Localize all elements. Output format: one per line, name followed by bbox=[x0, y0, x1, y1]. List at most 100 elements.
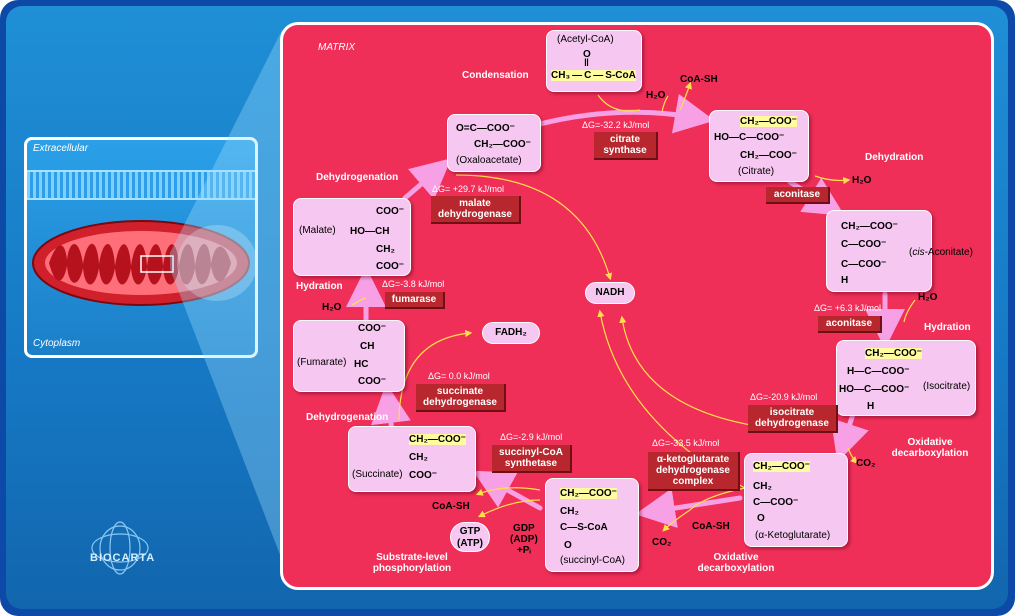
fumarate-line4: COO⁻ bbox=[358, 376, 387, 387]
citrate-line1: CH₂—COO⁻ bbox=[740, 116, 797, 127]
succinyl-coa-line4: O bbox=[564, 540, 572, 551]
isocitrate-name: (Isocitrate) bbox=[923, 381, 971, 392]
side-co2-2: CO₂ bbox=[652, 537, 672, 548]
enzyme-aconitase-2: aconitase bbox=[818, 316, 882, 333]
citrate-line3: CH₂—COO⁻ bbox=[740, 150, 797, 161]
step-hydration-2: Hydration bbox=[296, 281, 343, 292]
step-dehydration: Dehydration bbox=[865, 152, 924, 163]
metabolite-oxaloacetate: O=C—COO⁻ CH₂—COO⁻ (Oxaloacetate) bbox=[447, 114, 541, 172]
step-hydration-1: Hydration bbox=[924, 322, 971, 333]
side-h2o-malate: H₂O bbox=[322, 302, 342, 313]
enzyme-succinate-dehydrogenase: succinate dehydrogenase bbox=[416, 384, 506, 412]
cofactor-nadh: NADH bbox=[585, 282, 635, 304]
fumarate-line3: HC bbox=[354, 359, 369, 370]
succinate-line2: CH₂ bbox=[409, 452, 428, 463]
delta-g-akg-dh: ΔG=-33.5 kJ/mol bbox=[652, 438, 720, 448]
delta-g-isocitrate-dh: ΔG=-20.9 kJ/mol bbox=[750, 392, 818, 402]
delta-g-succinate-dh: ΔG= 0.0 kJ/mol bbox=[428, 371, 490, 381]
isocitrate-line1: CH₂—COO⁻ bbox=[865, 348, 922, 359]
side-gdp-adp-pi: GDP (ADP) +Pᵢ bbox=[510, 523, 538, 556]
biocarta-logo-text: BIOCARTA bbox=[90, 552, 156, 564]
delta-g-fumarase: ΔG=-3.8 kJ/mol bbox=[382, 279, 445, 289]
metabolite-malate: (Malate) COO⁻ HO—CH CH₂ COO⁻ bbox=[293, 198, 411, 276]
acetyl-coa-line2: ‖ bbox=[584, 58, 589, 69]
isocitrate-line2: H—C—COO⁻ bbox=[847, 366, 910, 377]
enzyme-isocitrate-dehydrogenase: isocitrate dehydrogenase bbox=[748, 405, 838, 433]
succinyl-coa-line2: CH₂ bbox=[560, 506, 579, 517]
side-coa-sh-2: CoA-SH bbox=[692, 521, 730, 532]
succinyl-coa-line3: C—S-CoA bbox=[560, 522, 608, 533]
acetyl-coa-line3: CH₃ — C — S-CoA bbox=[551, 70, 636, 81]
delta-g-aconitase: ΔG= +6.3 kJ/mol bbox=[814, 303, 882, 313]
metabolite-succinyl-coa: CH₂—COO⁻ CH₂ C—S-CoA O (succinyl-CoA) bbox=[545, 478, 639, 572]
isocitrate-line4: H bbox=[867, 401, 875, 412]
enzyme-aconitase-1: aconitase bbox=[766, 187, 830, 204]
akg-line2: CH₂ bbox=[753, 481, 772, 492]
enzyme-succinyl-coa-synthetase: succinyl-CoA synthetase bbox=[492, 445, 572, 473]
step-dehydrogenation-2: Dehydrogenation bbox=[316, 172, 399, 183]
succinate-line1: CH₂—COO⁻ bbox=[409, 434, 466, 445]
cis-aconitate-line4: H bbox=[841, 275, 849, 286]
succinate-name: (Succinate) bbox=[352, 469, 403, 480]
isocitrate-line3: HO—C—COO⁻ bbox=[839, 384, 910, 395]
side-h2o-1: H₂O bbox=[646, 90, 666, 101]
step-oxidative-decarboxylation-1: Oxidative decarboxylation bbox=[891, 437, 969, 459]
metabolite-succinate: CH₂—COO⁻ CH₂ (Succinate) COO⁻ bbox=[348, 426, 476, 492]
mitochondrion-graphic bbox=[32, 220, 255, 306]
akg-line3: C—COO⁻ bbox=[753, 497, 799, 508]
cell-membrane bbox=[27, 170, 255, 200]
enzyme-citrate-synthase: citrate synthase bbox=[594, 132, 658, 160]
akg-name: (α-Ketoglutarate) bbox=[755, 530, 831, 541]
matrix-label: MATRIX bbox=[318, 42, 356, 53]
side-coa-sh-3: CoA-SH bbox=[432, 501, 470, 512]
malate-name: (Malate) bbox=[299, 225, 336, 236]
metabolite-isocitrate: CH₂—COO⁻ H—C—COO⁻ HO—C—COO⁻ H (Isocitrat… bbox=[836, 340, 976, 416]
acetyl-coa-name: (Acetyl-CoA) bbox=[557, 34, 614, 45]
side-h2o-dehydration: H₂O bbox=[852, 175, 872, 186]
delta-g-succinyl-coa-synthetase: ΔG=-2.9 kJ/mol bbox=[500, 432, 563, 442]
delta-g-malate-dh: ΔG= +29.7 kJ/mol bbox=[432, 184, 505, 194]
fumarate-line1: COO⁻ bbox=[358, 323, 387, 334]
acetyl-coa-line1: O bbox=[583, 49, 591, 60]
fumarate-line2: CH bbox=[360, 341, 375, 352]
metabolite-alpha-ketoglutarate: CH₂—COO⁻ CH₂ C—COO⁻ O (α-Ketoglutarate) bbox=[744, 453, 848, 547]
cis-aconitate-line3: C—COO⁻ bbox=[841, 259, 887, 270]
oxaloacetate-line2: CH₂—COO⁻ bbox=[474, 139, 531, 150]
akg-line1: CH₂—COO⁻ bbox=[753, 461, 810, 472]
citrate-name: (Citrate) bbox=[738, 166, 775, 177]
cis-aconitate-line2: C—COO⁻ bbox=[841, 239, 887, 250]
cofactor-gtp-atp: GTP (ATP) bbox=[450, 522, 490, 552]
malate-line2: HO—CH bbox=[350, 226, 390, 237]
extracellular-label: Extracellular bbox=[33, 143, 89, 154]
enzyme-akg-dehydrogenase: α-ketoglutarate dehydrogenase complex bbox=[648, 452, 740, 491]
enzyme-malate-dehydrogenase: malate dehydrogenase bbox=[431, 196, 521, 224]
step-condensation: Condensation bbox=[462, 70, 529, 81]
side-h2o-hydration: H₂O bbox=[918, 292, 938, 303]
malate-line1: COO⁻ bbox=[376, 206, 405, 217]
step-oxidative-decarboxylation-2: Oxidative decarboxylation bbox=[697, 552, 775, 574]
malate-line3: CH₂ bbox=[376, 244, 395, 255]
succinyl-coa-line1: CH₂—COO⁻ bbox=[560, 488, 617, 499]
metabolite-acetyl-coa: (Acetyl-CoA) O ‖ CH₃ — C — S-CoA bbox=[546, 30, 642, 92]
cis-aconitate-line1: CH₂—COO⁻ bbox=[841, 221, 898, 232]
metabolite-citrate: CH₂—COO⁻ HO—C—COO⁻ CH₂—COO⁻ (Citrate) bbox=[709, 110, 809, 182]
succinyl-coa-name: (succinyl-CoA) bbox=[560, 555, 626, 566]
side-coa-sh-1: CoA-SH bbox=[680, 74, 718, 85]
citrate-line2: HO—C—COO⁻ bbox=[714, 132, 785, 143]
side-co2-1: CO₂ bbox=[856, 458, 876, 469]
step-dehydrogenation-1: Dehydrogenation bbox=[306, 412, 389, 423]
cofactor-fadh2: FADH₂ bbox=[482, 322, 540, 344]
enzyme-fumarase: fumarase bbox=[385, 292, 445, 309]
malate-line4: COO⁻ bbox=[376, 261, 405, 272]
cis-aconitate-name: (cis-Aconitate) bbox=[909, 247, 973, 258]
metabolite-cis-aconitate: CH₂—COO⁻ C—COO⁻ C—COO⁻ H (cis-Aconitate) bbox=[826, 210, 973, 292]
oxaloacetate-name: (Oxaloacetate) bbox=[456, 155, 522, 166]
fumarate-name: (Fumarate) bbox=[297, 357, 347, 368]
akg-line4: O bbox=[757, 513, 765, 524]
step-substrate-level-phosphorylation: Substrate-level phosphorylation bbox=[372, 552, 452, 574]
cytoplasm-label: Cytoplasm bbox=[33, 338, 81, 349]
delta-g-citrate-synthase: ΔG=-32.2 kJ/mol bbox=[582, 120, 650, 130]
oxaloacetate-line1: O=C—COO⁻ bbox=[456, 123, 515, 134]
